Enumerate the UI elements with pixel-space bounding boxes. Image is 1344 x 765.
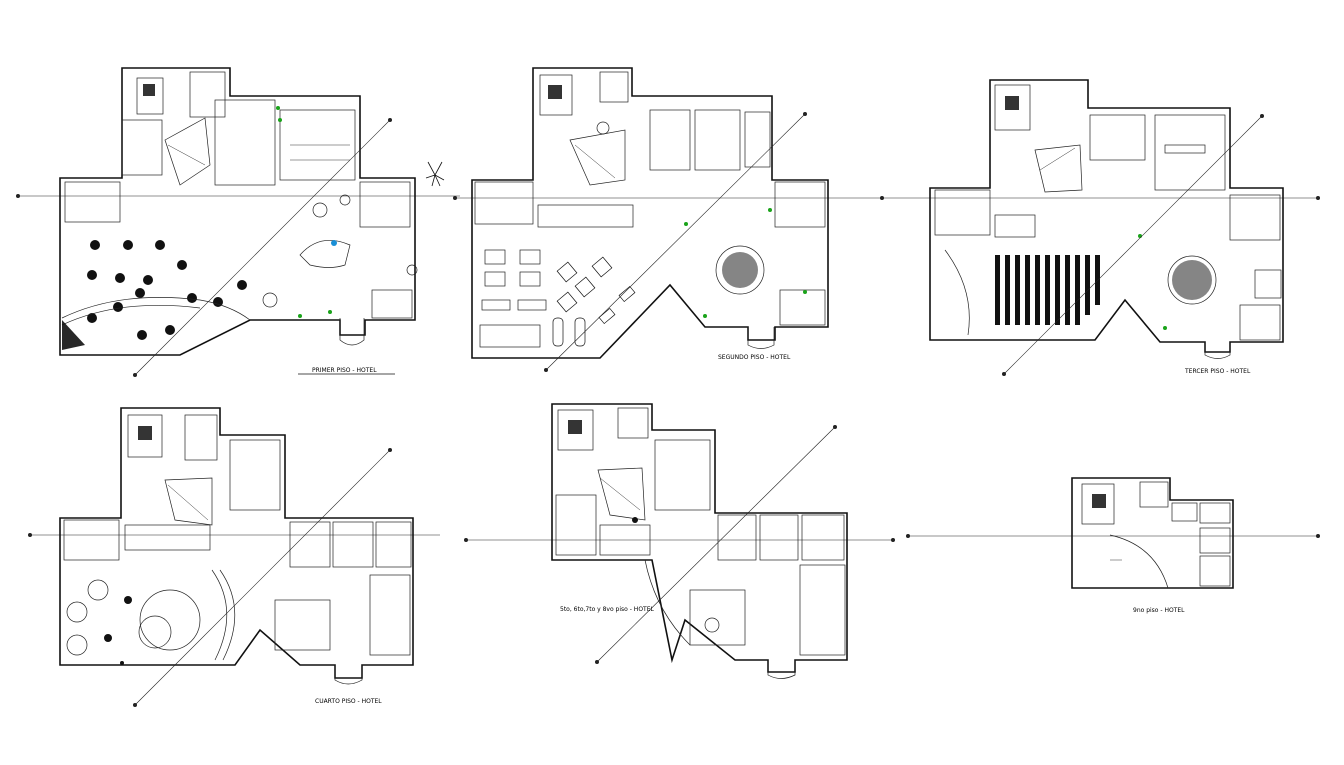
floor-plan-primer-piso: PRIMER PISO - HOTEL [59,67,445,377]
palm-tree-icon [425,161,445,187]
conference-tables [479,249,547,348]
guest-rooms [274,521,412,656]
floor-plan-5to-8vo-piso: 5to, 6to,7to y 8vo piso - HOTEL [551,403,848,679]
section-axes [16,194,1320,542]
plan-title-primer: PRIMER PISO - HOTEL [312,367,377,374]
floor-plan-segundo-piso: SEGUNDO PISO - HOTEL [471,67,829,372]
guest-rooms [689,514,846,656]
auditorium-seating [995,255,1100,325]
plan-title-tercer: TERCER PISO - HOTEL [1184,368,1251,375]
plan-title-cuarto: CUARTO PISO - HOTEL [315,698,382,705]
dining-tables [87,240,247,340]
round-tables [66,579,132,656]
plan-title-quinto: 5to, 6to,7to y 8vo piso - HOTEL [560,606,654,613]
lounge-furniture [552,256,636,347]
floor-plan-9no-piso: 9no piso - HOTEL [1071,477,1234,614]
plan-title-noveno: 9no piso - HOTEL [1133,607,1185,614]
floor-plan-cuarto-piso: CUARTO PISO - HOTEL [59,407,414,707]
plan-title-segundo: SEGUNDO PISO - HOTEL [718,354,791,361]
floor-plan-tercer-piso: TERCER PISO - HOTEL [929,79,1284,376]
